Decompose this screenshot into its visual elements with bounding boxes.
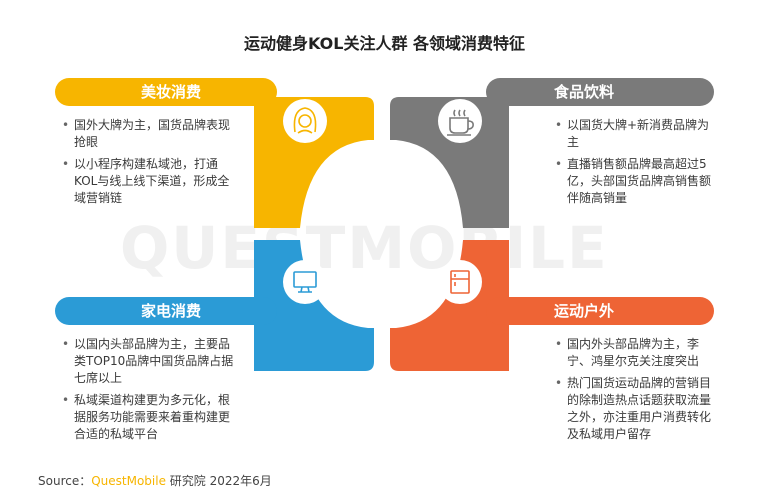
- woman-face-icon: [293, 107, 317, 134]
- bullet-food-2: 直播销售额品牌最高超过5亿，头部国货品牌高销售额伴随高销量: [555, 156, 720, 207]
- watermark: QUESTMOBILE: [120, 214, 609, 282]
- bullet-appliance-1: 以国内头部品牌为主，主要品类TOP10品牌中国货品牌占据七席以上: [62, 336, 240, 387]
- icon-circle-sports: [438, 260, 482, 304]
- bullets-beauty: 国外大牌为主，国货品牌表现抢眼 以小程序构建私域池，打通KOL与线上线下渠道，形…: [62, 117, 232, 212]
- bullet-sports-2: 热门国货运动品牌的营销目的除制造热点话题获取流量之外，亦注重用户消费转化及私域用…: [555, 375, 720, 443]
- label-beauty: 美妆消费: [55, 78, 277, 106]
- source-brand: QuestMobile: [91, 474, 166, 488]
- bullet-beauty-1: 国外大牌为主，国货品牌表现抢眼: [62, 117, 232, 151]
- source-note: Source：QuestMobile 研究院 2022年6月: [38, 474, 272, 488]
- monitor-icon: [293, 271, 317, 293]
- bullet-sports-1: 国内外头部品牌为主，李宁、鸿星尔克关注度突出: [555, 336, 720, 370]
- bullets-appliance: 以国内头部品牌为主，主要品类TOP10品牌中国货品牌占据七席以上 私域渠道构建更…: [62, 336, 240, 448]
- fridge-icon: [450, 270, 470, 294]
- label-appliance: 家电消费: [55, 297, 277, 325]
- bullets-sports: 国内外头部品牌为主，李宁、鸿星尔克关注度突出 热门国货运动品牌的营销目的除制造热…: [555, 336, 720, 448]
- icon-circle-beauty: [283, 99, 327, 143]
- label-food: 食品饮料: [486, 78, 714, 106]
- bullet-beauty-2: 以小程序构建私域池，打通KOL与线上线下渠道，形成全域营销链: [62, 156, 232, 207]
- quadrant-appliance: [254, 240, 374, 371]
- label-sports: 运动户外: [486, 297, 714, 325]
- page-title: 运动健身KOL关注人群 各领域消费特征: [243, 34, 526, 53]
- quadrant-beauty: [254, 97, 374, 228]
- coffee-cup-icon: [447, 109, 474, 136]
- bullet-food-1: 以国货大牌+新消费品牌为主: [555, 117, 720, 151]
- bullets-food: 以国货大牌+新消费品牌为主 直播销售额品牌最高超过5亿，头部国货品牌高销售额伴随…: [555, 117, 720, 212]
- icon-circle-food: [438, 99, 482, 143]
- bullet-appliance-2: 私域渠道构建更为多元化，根据服务功能需要来着重构建更合适的私域平台: [62, 392, 240, 443]
- icon-circle-appliance: [283, 260, 327, 304]
